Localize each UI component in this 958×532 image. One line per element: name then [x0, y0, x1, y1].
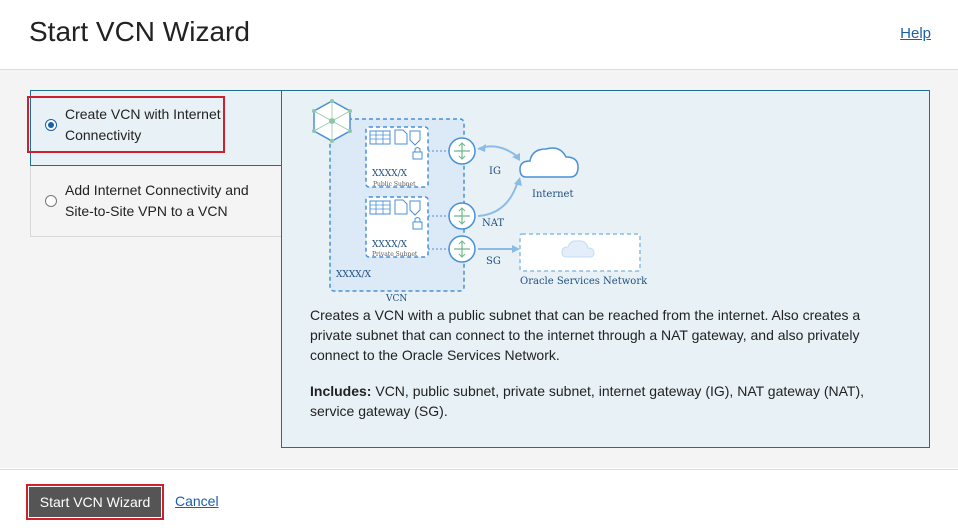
page-header: Start VCN Wizard Help: [0, 0, 958, 70]
doc-icon: [394, 129, 408, 145]
vcn-hexagon-icon: [312, 99, 352, 143]
includes-heading: Includes:: [310, 383, 372, 399]
server-icon: [369, 200, 391, 215]
cloud-icon: [519, 147, 579, 178]
option-label: Create VCN with Internet Connectivity: [65, 106, 221, 143]
cancel-link[interactable]: Cancel: [175, 493, 219, 509]
wizard-content: Create VCN with Internet Connectivity Ad…: [0, 70, 958, 468]
help-link[interactable]: Help: [900, 25, 931, 42]
option-create-vcn-internet[interactable]: Create VCN with Internet Connectivity: [27, 90, 282, 166]
lock-icon: [412, 217, 423, 230]
internet-label: Internet: [532, 189, 573, 200]
lock-icon: [412, 147, 423, 160]
server-icon: [369, 130, 391, 145]
nat-label: NAT: [482, 218, 504, 229]
public-subnet-cidr: XXXX/X: [372, 169, 408, 179]
shield-icon: [409, 200, 421, 216]
option-description: Creates a VCN with a public subnet that …: [310, 307, 861, 363]
option-list: Create VCN with Internet Connectivity Ad…: [27, 90, 282, 237]
osn-label: Oracle Services Network: [520, 276, 648, 287]
option-add-connectivity-vpn[interactable]: Add Internet Connectivity and Site-to-Si…: [30, 166, 282, 237]
private-subnet-cidr: XXXX/X: [372, 240, 408, 250]
option-detail-panel: XXXX/X Public Subnet XXXX/X Private Subn…: [281, 90, 930, 448]
radio-selected-icon[interactable]: [45, 119, 57, 131]
option-includes: Includes: VCN, public subnet, private su…: [310, 381, 880, 421]
gateway-icon: [448, 137, 476, 165]
gateway-icon: [448, 202, 476, 230]
vcn-diagram: XXXX/X Public Subnet XXXX/X Private Subn…: [312, 99, 648, 304]
ig-label: IG: [489, 166, 501, 177]
doc-icon: [394, 199, 408, 215]
sg-label: SG: [486, 256, 501, 267]
cloud-icon: [561, 240, 595, 258]
vcn-label: VCN: [385, 294, 407, 304]
radio-unselected-icon[interactable]: [45, 195, 57, 207]
public-subnet-label: Public Subnet: [373, 181, 416, 188]
page-title: Start VCN Wizard: [29, 16, 250, 47]
shield-icon: [409, 130, 421, 146]
page-footer: Start VCN Wizard Cancel: [0, 469, 958, 532]
private-subnet-label: Private Subnet: [372, 251, 418, 258]
option-label: Add Internet Connectivity and Site-to-Si…: [65, 182, 249, 219]
start-vcn-wizard-button[interactable]: Start VCN Wizard: [26, 484, 164, 520]
vcn-cidr: XXXX/X: [336, 270, 372, 280]
gateway-icon: [448, 235, 476, 263]
includes-text: VCN, public subnet, private subnet, inte…: [310, 383, 865, 419]
